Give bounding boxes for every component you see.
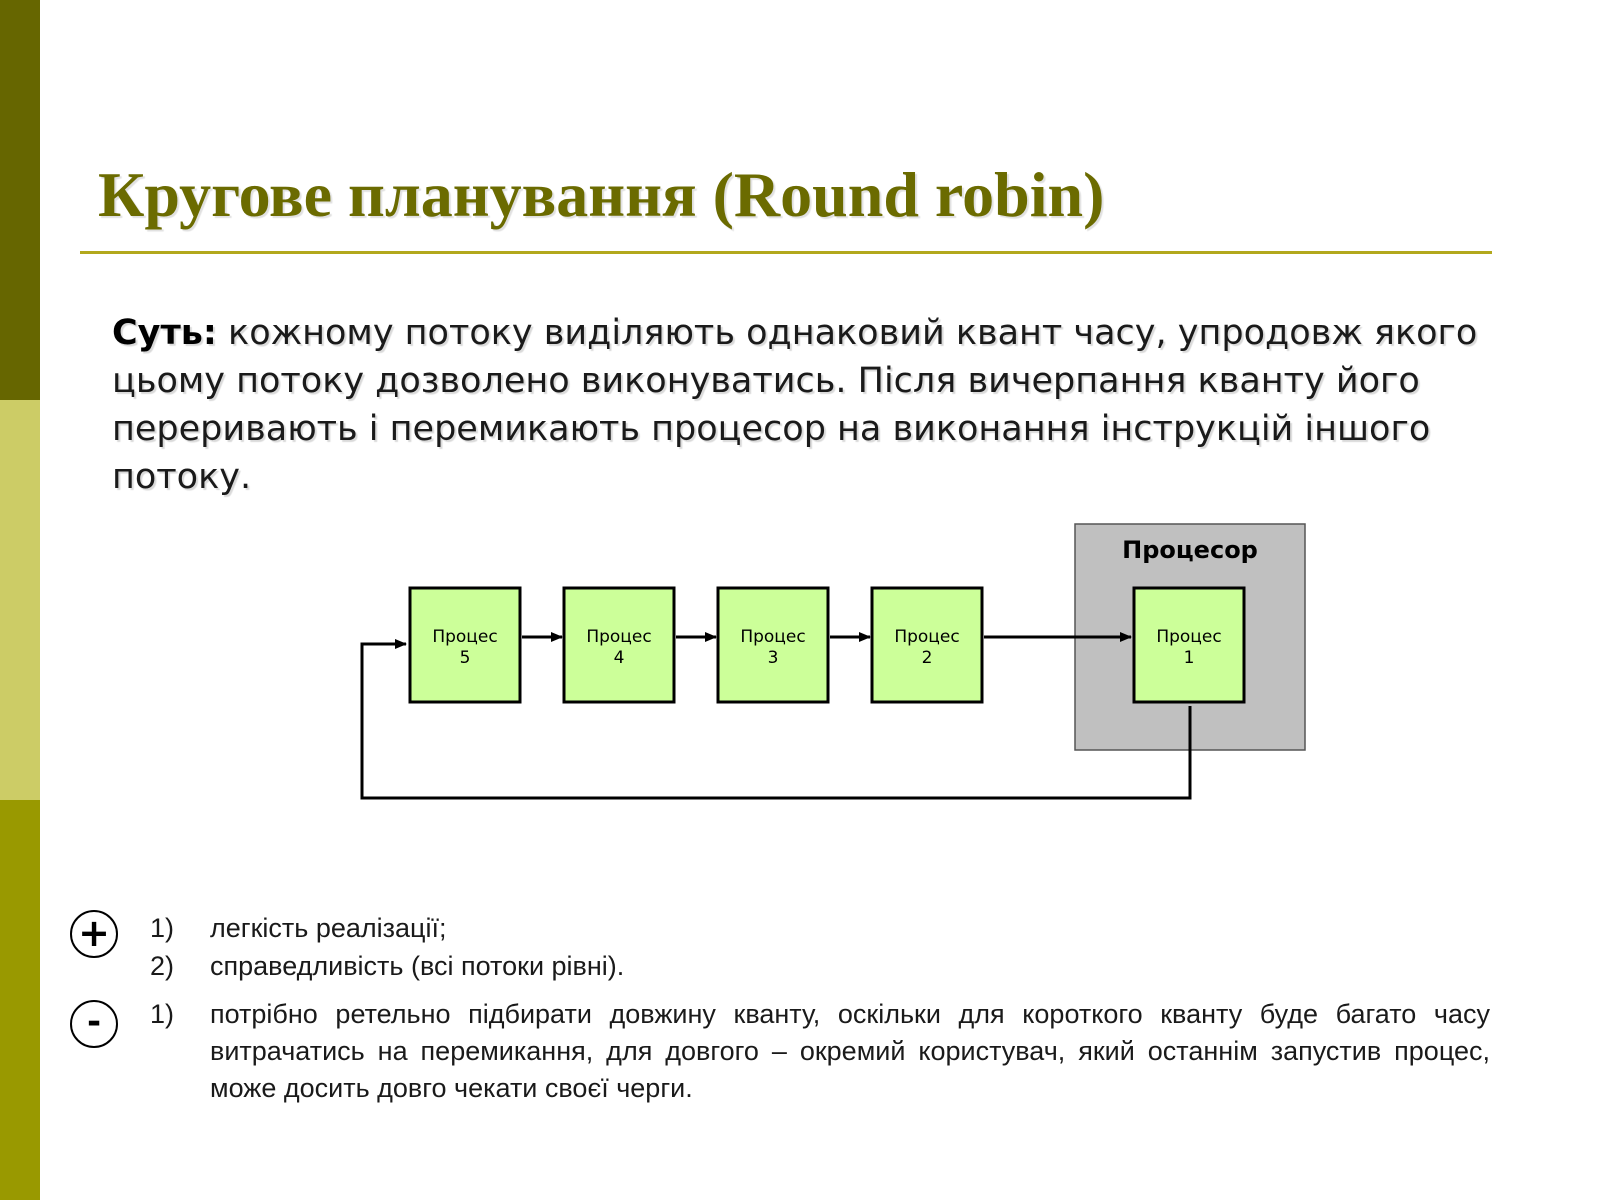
process-1-number: 1 [1184,648,1195,668]
essence-text: кожному потоку виділяють однаковий квант… [112,313,1478,497]
essence-paragraph: Суть: кожному потоку виділяють однаковий… [112,309,1492,501]
process-1-label: Процес [1156,627,1221,647]
essence-lead: Суть: [112,313,217,353]
pros-item-number: 2) [150,951,175,981]
process-2-number: 2 [922,648,933,668]
process-5-number: 5 [460,648,471,668]
plus-icon: + [70,910,118,958]
process-4-number: 4 [614,648,625,668]
cons-item-number: 1) [150,999,175,1029]
process-3-number: 3 [768,648,779,668]
pros-item-number: 1) [150,913,175,943]
sidebar-bottom-band [0,800,40,1200]
process-box-3: Процес 3 [716,586,830,704]
processor-label: Процесор [1122,536,1258,564]
cons-item-text: потрібно ретельно підбирати довжину кван… [210,999,1490,1103]
process-box-1: Процес 1 [1132,586,1246,704]
process-box-5: Процес 5 [408,586,522,704]
pros-item-text: справедливість (всі потоки рівні). [210,951,625,981]
process-2-label: Процес [894,627,959,647]
title-underline [80,251,1492,254]
arrow-feedback-loop [360,639,1192,800]
process-4-label: Процес [586,627,651,647]
minus-icon: - [70,1000,118,1048]
process-box-4: Процес 4 [562,586,676,704]
pros-item-text: легкість реалізації; [210,913,447,943]
slide-title: Кругове планування (Round robin) [98,159,1105,230]
process-box-2: Процес 2 [870,586,984,704]
process-3-label: Процес [740,627,805,647]
sidebar-middle-band [0,400,40,800]
sidebar-top-band [0,0,40,400]
process-5-label: Процес [432,627,497,647]
